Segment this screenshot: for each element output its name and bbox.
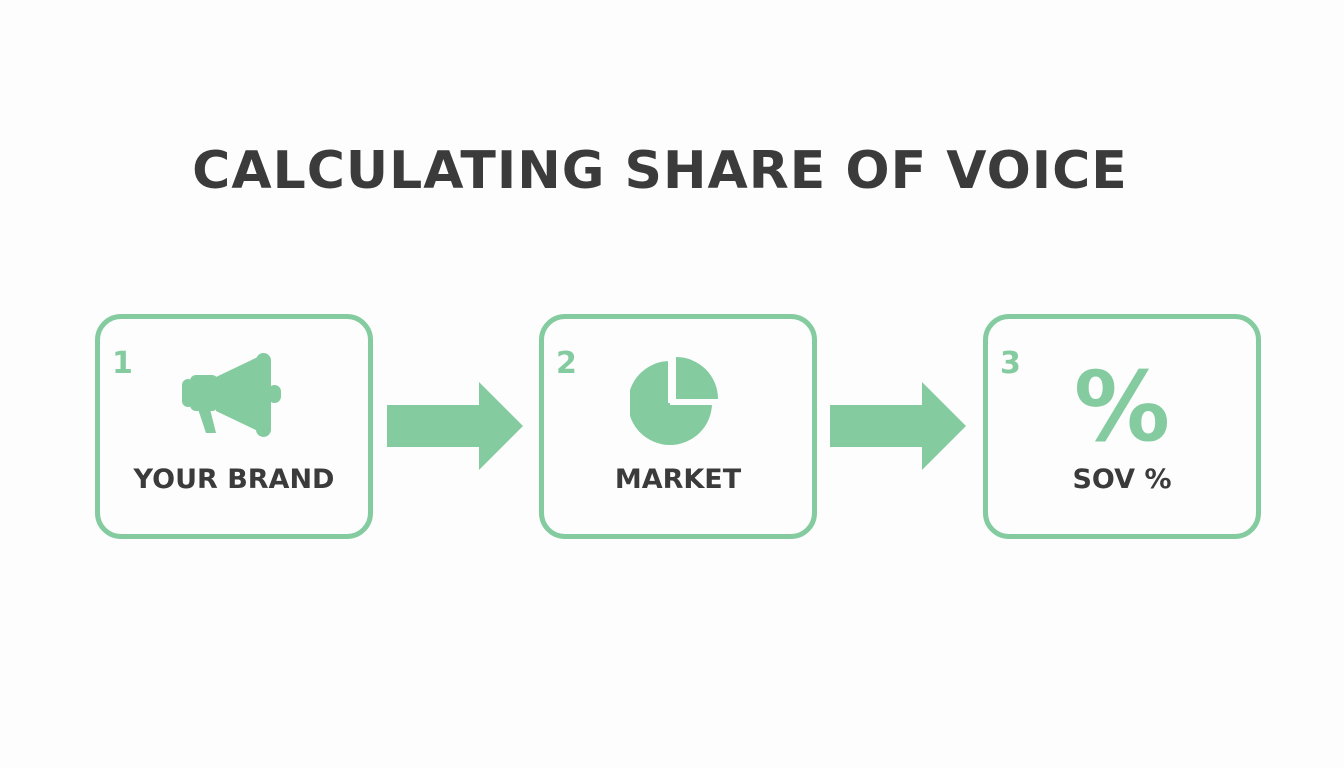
step-number: 3 (1000, 346, 1021, 381)
step-card-your-brand: 1 YOUR BRAND (95, 314, 373, 539)
diagram-title: CALCULATING SHARE OF VOICE (192, 141, 1128, 201)
step-card-sov: 3 % SOV % (983, 314, 1261, 539)
step-number: 2 (556, 346, 577, 381)
percent-icon: % (1073, 351, 1171, 463)
arrow-right-icon (387, 382, 523, 474)
megaphone-icon (182, 353, 286, 443)
arrow-right-icon (830, 382, 966, 474)
step-card-market: 2 MARKET (539, 314, 817, 539)
step-label: SOV % (1072, 464, 1172, 495)
step-label: MARKET (614, 464, 742, 495)
pie-chart-icon (628, 357, 726, 451)
step-label: YOUR BRAND (133, 464, 335, 495)
step-number: 1 (112, 346, 133, 381)
